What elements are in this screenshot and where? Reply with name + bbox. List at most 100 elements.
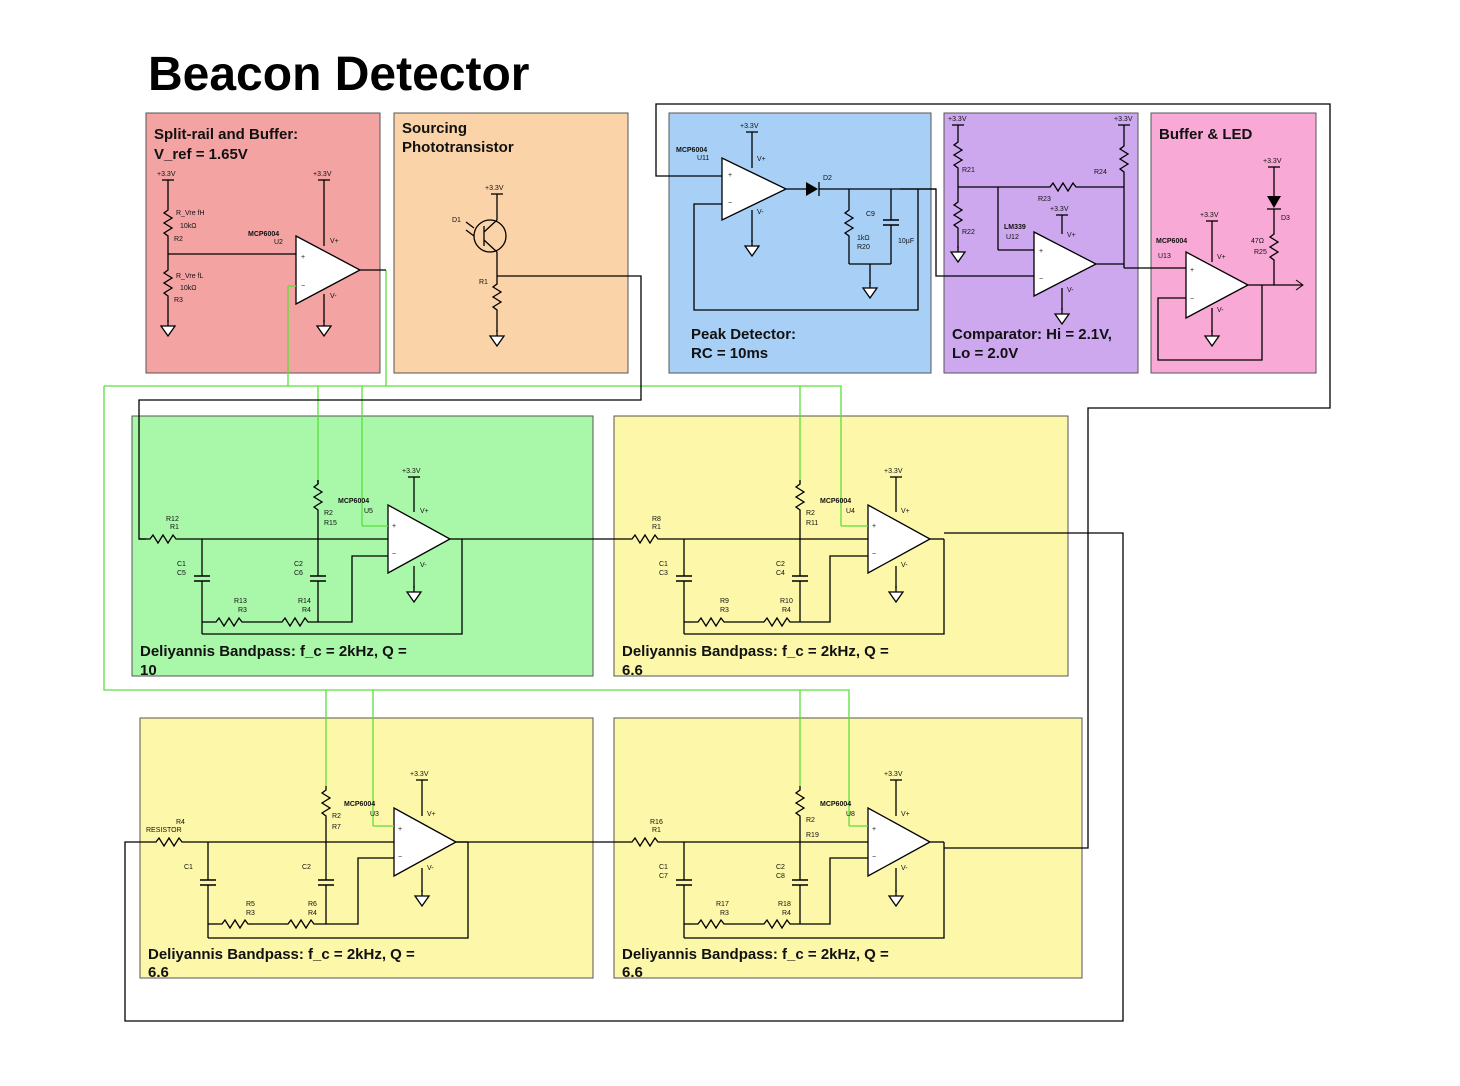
svg-text:C9: C9 [866,211,875,218]
svg-text:U13: U13 [1158,253,1171,260]
svg-text:V+: V+ [427,811,436,818]
svg-text:U8: U8 [846,811,855,818]
bp1-subtitle: 10 [140,662,157,679]
svg-text:MCP6004: MCP6004 [820,801,851,808]
svg-text:V-: V- [1067,287,1074,294]
svg-text:+3.3V: +3.3V [1200,212,1219,219]
svg-text:C4: C4 [776,570,785,577]
svg-text:V+: V+ [420,508,429,515]
svg-text:−: − [872,854,876,861]
svg-text:+: + [872,523,876,530]
svg-text:R23: R23 [1038,196,1051,203]
svg-text:R25: R25 [1254,249,1267,256]
svg-text:R_Vre fL: R_Vre fL [176,273,203,280]
svg-text:C7: C7 [659,873,668,880]
svg-text:R3: R3 [720,607,729,614]
svg-text:R9: R9 [720,598,729,605]
phototransistor-subtitle: Phototransistor [402,139,514,156]
svg-text:−: − [872,551,876,558]
svg-text:C5: C5 [177,570,186,577]
svg-text:V+: V+ [901,811,910,818]
svg-text:R4: R4 [782,910,791,917]
svg-text:R15: R15 [324,520,337,527]
bp1-title: Deliyannis Bandpass: f_c = 2kHz, Q = [140,643,407,660]
svg-text:R2: R2 [324,510,333,517]
bandpass-4-circuit: R16 R1 C1 C7 R2 R19 C2 C8 R17 R3 R18 R4 … [627,771,945,939]
svg-text:V-: V- [901,865,908,872]
svg-text:U3: U3 [370,811,379,818]
svg-text:C3: C3 [659,570,668,577]
svg-text:R24: R24 [1094,169,1107,176]
svg-text:10kΩ: 10kΩ [180,285,197,292]
svg-text:R2: R2 [332,813,341,820]
svg-text:−: − [398,854,402,861]
svg-text:R19: R19 [806,832,819,839]
svg-text:10kΩ: 10kΩ [180,223,197,230]
bandpass-2-circuit: R8 R1 C1 C3 R2 R11 C2 C4 R9 R3 R10 R4 MC… [627,468,945,635]
svg-text:R21: R21 [962,167,975,174]
svg-text:+3.3V: +3.3V [1114,116,1133,123]
svg-text:C1: C1 [177,561,186,568]
svg-text:V-: V- [420,562,427,569]
svg-text:R7: R7 [332,824,341,831]
svg-text:R1: R1 [479,279,488,286]
svg-text:D2: D2 [823,175,832,182]
block-bandpass-3 [139,717,594,979]
svg-text:+3.3V: +3.3V [1263,158,1282,165]
svg-text:V+: V+ [901,508,910,515]
peak-detector-circuit: MCP6004 U11 +3.3V + − V+ V- D2 1kΩ R20 C… [676,123,1034,311]
block-phototransistor [393,112,629,374]
svg-text:47Ω: 47Ω [1251,238,1264,245]
svg-text:+3.3V: +3.3V [402,468,421,475]
comparator-circuit: +3.3V R21 R22 R23 +3.3V R24 +3.3V LM339 … [948,116,1186,325]
svg-text:R8: R8 [652,516,661,523]
svg-text:+: + [1039,248,1043,255]
svg-text:+3.3V: +3.3V [485,185,504,192]
peak-title: Peak Detector: [691,326,796,343]
svg-text:U4: U4 [846,508,855,515]
svg-text:RESISTOR: RESISTOR [146,827,182,834]
svg-text:+3.3V: +3.3V [313,171,332,178]
svg-text:MCP6004: MCP6004 [338,498,369,505]
svg-text:R17: R17 [716,901,729,908]
svg-text:+3.3V: +3.3V [884,771,903,778]
bp2-subtitle: 6.6 [622,662,643,679]
svg-text:R1: R1 [170,524,179,531]
split-rail-subtitle: V_ref = 1.65V [154,146,248,163]
svg-text:R2: R2 [806,817,815,824]
svg-text:R18: R18 [778,901,791,908]
svg-text:D3: D3 [1281,215,1290,222]
svg-text:+: + [392,523,396,530]
bp3-subtitle: 6.6 [148,964,169,981]
svg-text:LM339: LM339 [1004,224,1026,231]
svg-text:V+: V+ [757,156,766,163]
svg-text:U12: U12 [1006,234,1019,241]
svg-text:1kΩ: 1kΩ [857,235,870,242]
svg-text:R2: R2 [174,236,183,243]
vref-net [103,270,850,826]
svg-text:+: + [398,826,402,833]
svg-text:MCP6004: MCP6004 [248,231,279,238]
svg-text:C8: C8 [776,873,785,880]
phototransistor-title: Sourcing [402,120,467,137]
page-title: Beacon Detector [148,48,529,101]
svg-text:V-: V- [427,865,434,872]
svg-text:V+: V+ [330,238,339,245]
svg-text:R4: R4 [782,607,791,614]
bandpass-3-circuit: R4 RESISTOR C1 R2 R7 C2 R5 R3 R6 R4 MCP6… [146,771,469,939]
svg-text:U11: U11 [697,155,709,162]
buffer-led-circuit: MCP6004 U13 +3.3V + − V+ V- +3.3V D3 47Ω… [1156,158,1304,361]
svg-text:R1: R1 [652,524,661,531]
svg-text:R5: R5 [246,901,255,908]
svg-text:C1: C1 [659,864,668,871]
svg-text:−: − [728,200,732,207]
svg-text:C2: C2 [776,561,785,568]
svg-text:+3.3V: +3.3V [948,116,967,123]
svg-text:MCP6004: MCP6004 [344,801,375,808]
svg-text:−: − [1190,296,1194,303]
svg-text:V-: V- [901,562,908,569]
svg-text:R12: R12 [166,516,179,523]
phototransistor-circuit: +3.3V D1 R1 [452,185,507,347]
block-buffer-led [1150,112,1317,374]
